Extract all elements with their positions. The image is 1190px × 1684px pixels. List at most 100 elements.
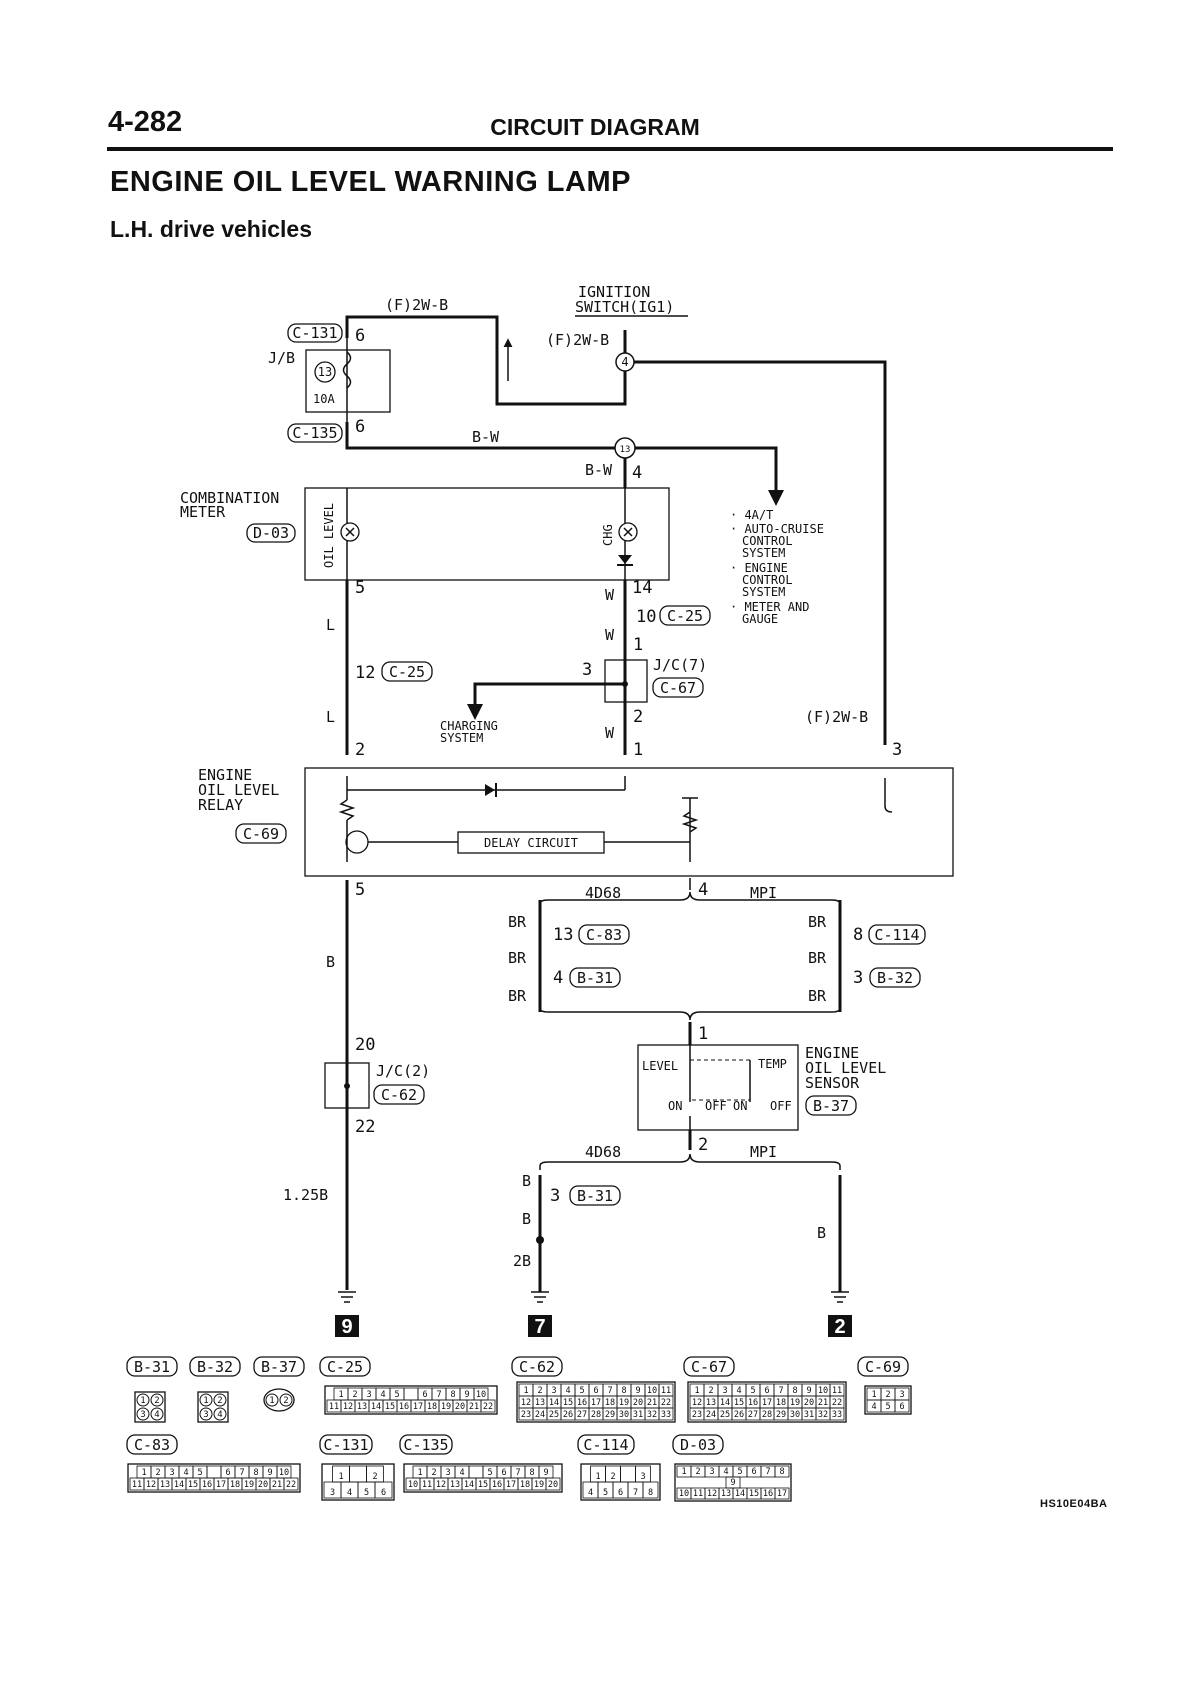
svg-text:METER: METER <box>180 503 226 521</box>
pin-number: 14 <box>174 1480 184 1490</box>
ref-c25-left: C-25 <box>381 661 433 682</box>
charging-arrow <box>467 704 483 720</box>
pin-relay-3: 3 <box>892 740 902 760</box>
ref-c69: C-69 <box>235 823 287 844</box>
pin-number: 1 <box>417 1468 422 1478</box>
svg-text:C-62: C-62 <box>381 1086 417 1104</box>
conn-label-b31: B-31 <box>126 1356 178 1377</box>
ref-c25-right: C-25 <box>659 605 711 626</box>
pin-number: 4 <box>736 1386 741 1396</box>
svg-text:ON: ON <box>733 1099 747 1113</box>
pin-number: 12 <box>343 1402 353 1412</box>
svg-text:OIL LEVEL: OIL LEVEL <box>805 1059 886 1077</box>
pin-number: 2 <box>695 1467 700 1477</box>
ref-c62-diagram: C-62 <box>373 1084 425 1105</box>
pin-number: 4 <box>347 1488 352 1498</box>
pin-number: 8 <box>253 1468 258 1478</box>
wire-label-br-6: BR <box>808 987 827 1005</box>
pin-sensor-2: 2 <box>698 1135 708 1155</box>
pin-number: 4 <box>154 1410 159 1420</box>
pin-number: 16 <box>763 1489 773 1499</box>
pin-number: 16 <box>492 1480 502 1490</box>
svg-text:GAUGE: GAUGE <box>742 612 778 626</box>
pin-number: 25 <box>720 1410 730 1420</box>
pin-number: 33 <box>832 1410 842 1420</box>
pin-number: 31 <box>633 1410 643 1420</box>
pin-number: 10 <box>647 1386 657 1396</box>
svg-text:4: 4 <box>621 355 628 369</box>
brace-lower-top <box>539 1153 841 1170</box>
pin-c135-6: 6 <box>355 417 365 437</box>
pin-number: 15 <box>749 1489 759 1499</box>
svg-text:C-131: C-131 <box>292 324 337 342</box>
wire-label-bw-1: B-W <box>472 428 500 446</box>
pin-number: 28 <box>591 1410 601 1420</box>
svg-text:C-25: C-25 <box>389 663 425 681</box>
pin-number: 8 <box>621 1386 626 1396</box>
pin-number: 19 <box>244 1480 254 1490</box>
svg-text:C-135: C-135 <box>403 1436 448 1454</box>
jc2-label: J/C(2) <box>376 1062 430 1080</box>
jc2-box <box>324 1062 370 1109</box>
page-subtitle: L.H. drive vehicles <box>110 216 312 242</box>
pin-number: 3 <box>366 1390 371 1400</box>
pin-number: 14 <box>720 1398 730 1408</box>
pin-number: 5 <box>603 1488 608 1498</box>
fuse-rating: 10A <box>313 392 335 406</box>
variant-mpi-lower: MPI <box>750 1143 777 1161</box>
splice-13: 13 <box>614 437 636 459</box>
pin-number: 6 <box>225 1468 230 1478</box>
pin-number: 18 <box>427 1402 437 1412</box>
pin-number: 32 <box>647 1410 657 1420</box>
pin-meter-14: 14 <box>632 578 652 598</box>
pin-number: 9 <box>806 1386 811 1396</box>
conn-label-c83: C-83 <box>126 1434 178 1455</box>
brace-upper-bottom <box>539 1000 841 1021</box>
pin-c83-13: 13 <box>553 925 573 945</box>
pin-number: 27 <box>577 1410 587 1420</box>
pin-number: 22 <box>286 1480 296 1490</box>
pin-number: 1 <box>871 1390 876 1400</box>
pin-number: 22 <box>483 1402 493 1412</box>
pin-relay-4: 4 <box>698 880 708 900</box>
pin-b31-3: 3 <box>550 1186 560 1206</box>
pin-number: 33 <box>661 1410 671 1420</box>
pin-number: 21 <box>469 1402 479 1412</box>
ground-symbols <box>338 1291 849 1303</box>
wire-label-f2wb-3: (F)2W-B <box>805 708 868 726</box>
svg-text:B-32: B-32 <box>877 969 913 987</box>
pin-number: 11 <box>693 1489 703 1499</box>
pin-number: 7 <box>778 1386 783 1396</box>
pin-jc2-22: 22 <box>355 1117 375 1137</box>
ref-c83-diagram: C-83 <box>578 924 630 945</box>
connector-table: B-31 B-32 B-37 C-25 C-62 C-67 C-69 C-83 … <box>126 1356 912 1502</box>
pin-number: 3 <box>169 1468 174 1478</box>
pin-number: 18 <box>520 1480 530 1490</box>
ref-b31-upper: B-31 <box>569 967 621 988</box>
pin-number: 3 <box>140 1410 145 1420</box>
pin-number: 19 <box>534 1480 544 1490</box>
wire-label-2b: 2B <box>513 1252 531 1270</box>
pin-b32-3: 3 <box>853 968 863 988</box>
svg-text:B-31: B-31 <box>577 969 613 987</box>
conn-label-c131: C-131 <box>319 1434 373 1455</box>
pin-number: 1 <box>681 1467 686 1477</box>
pin-number: 5 <box>579 1386 584 1396</box>
pin-number: 25 <box>549 1410 559 1420</box>
pin-number: 1 <box>141 1468 146 1478</box>
wire-label-b-4: B <box>817 1224 826 1242</box>
pin-number: 23 <box>521 1410 531 1420</box>
pin-number: 2 <box>352 1390 357 1400</box>
pin-c131-6: 6 <box>355 326 365 346</box>
pin-number: 3 <box>899 1390 904 1400</box>
wire-label-b-2: B <box>522 1172 531 1190</box>
pin-jc2-20: 20 <box>355 1035 375 1055</box>
pin-number: 4 <box>871 1402 876 1412</box>
oil-level-lamp-label: OIL LEVEL <box>322 503 336 568</box>
pin-jc7-2: 2 <box>633 707 643 727</box>
pin-number: 30 <box>790 1410 800 1420</box>
ref-b31-lower: B-31 <box>569 1185 621 1206</box>
